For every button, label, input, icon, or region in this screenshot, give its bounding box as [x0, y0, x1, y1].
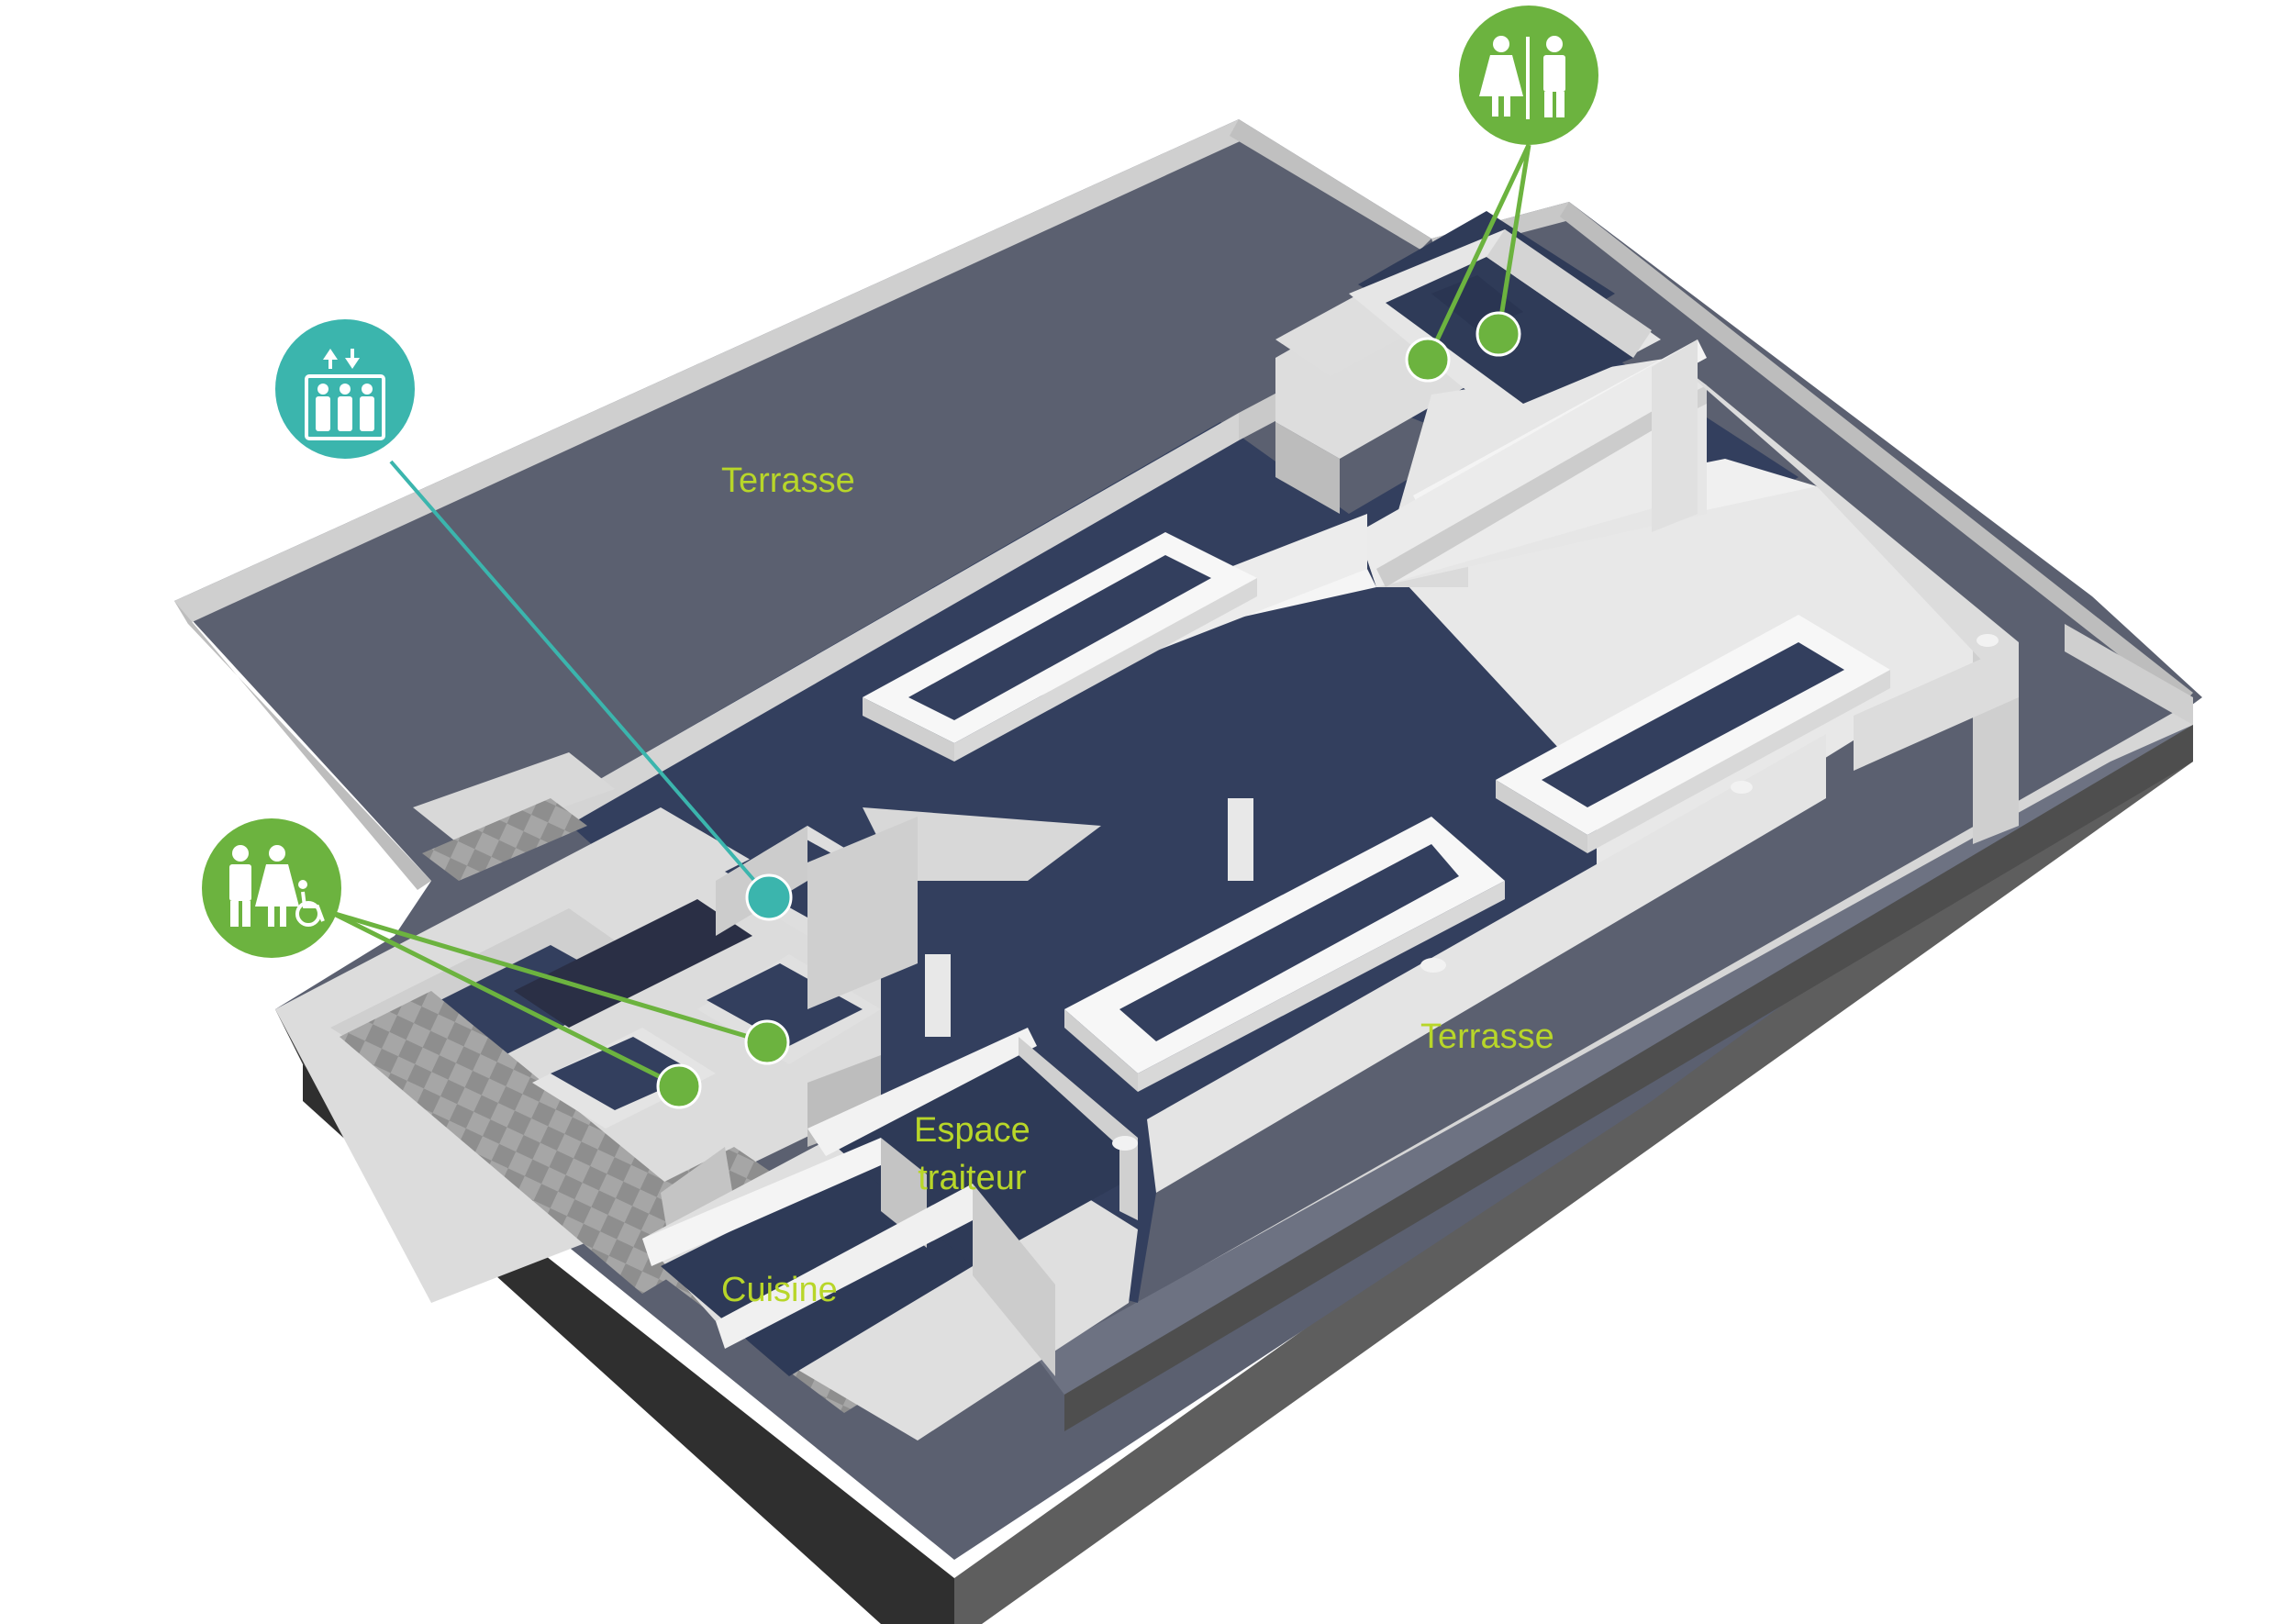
- walls: [551, 284, 2193, 1193]
- table-3: [1064, 817, 1505, 1092]
- restroom-dot-2[interactable]: [1476, 311, 1521, 357]
- espace-traiteur-line2: traiteur: [918, 1159, 1027, 1197]
- elevator-icon[interactable]: [275, 319, 415, 459]
- restroom-accessible-icon[interactable]: [202, 818, 341, 958]
- accessible-restroom-dot-2[interactable]: [656, 1063, 702, 1109]
- terrasse-bottom-label: Terrasse: [1420, 1018, 1554, 1056]
- elevator-dot[interactable]: [745, 873, 793, 921]
- terrasse-top-label: Terrasse: [721, 462, 855, 500]
- espace-traiteur-line1: Espace: [914, 1111, 1030, 1150]
- table-2: [1496, 615, 1890, 853]
- terrace-bottom-area: [1037, 706, 2193, 1431]
- conference-tables: [863, 532, 1890, 1092]
- columns: [925, 633, 1999, 1151]
- espace-traiteur-label: Espace traiteur: [914, 1107, 1030, 1202]
- marker-lines: [330, 143, 1531, 1089]
- restroom-block-top: [1275, 229, 1661, 422]
- table-1: [863, 532, 1257, 762]
- cuisine-label: Cuisine: [721, 1271, 838, 1309]
- kitchen-block: [642, 1028, 1138, 1440]
- restroom-woman-man-icon[interactable]: [1459, 6, 1598, 145]
- restroom-dot-1[interactable]: [1405, 337, 1451, 383]
- marker-dots: [656, 311, 1521, 1109]
- accessible-restroom-dot-1[interactable]: [744, 1019, 790, 1065]
